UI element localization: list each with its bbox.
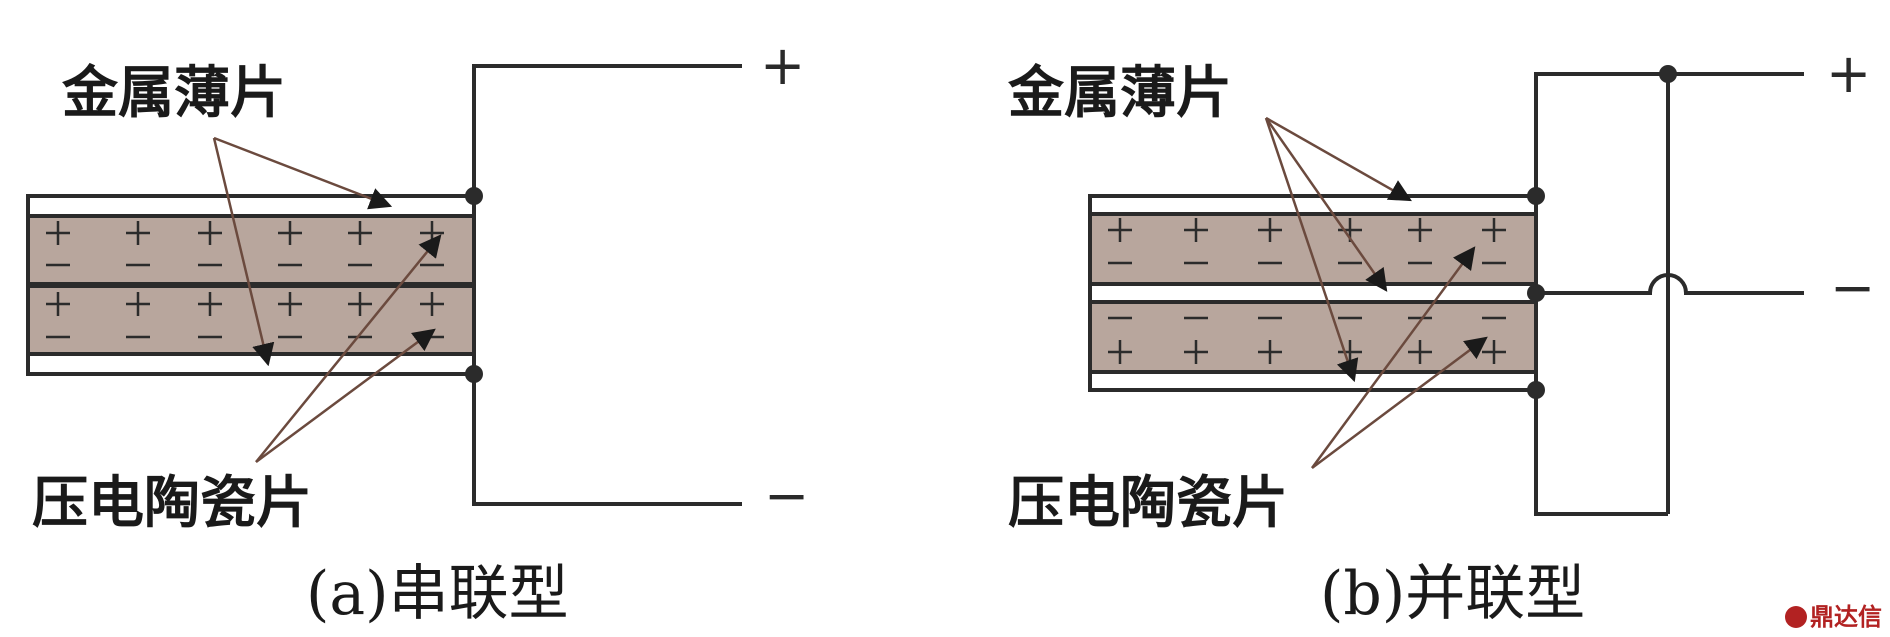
plus-sign-mark xyxy=(46,221,70,245)
wire-positive xyxy=(472,64,742,196)
plus-sign-mark xyxy=(46,292,70,316)
label-metal-sheet: 金属薄片 xyxy=(61,60,286,126)
plus-sign-mark xyxy=(278,221,302,245)
metal-plate-top xyxy=(1088,194,1538,216)
arrow-metal-top xyxy=(1265,116,1412,202)
watermark: 鼎达信 xyxy=(1785,603,1882,631)
series-diagram: + − 金属薄片 压电陶瓷片 (a)串联型 xyxy=(26,34,809,629)
arrow-ceramic-upper xyxy=(1310,246,1476,469)
terminal-positive: + xyxy=(760,34,805,97)
ceramic-layer-upper xyxy=(1088,212,1538,286)
wire-negative-crossover xyxy=(1536,273,1804,295)
plus-sign-mark xyxy=(420,292,444,316)
junction-node xyxy=(1659,65,1677,83)
junction-node xyxy=(1527,381,1545,399)
arrow-ceramic-lower xyxy=(255,328,436,464)
junction-node xyxy=(465,365,483,383)
plus-sign-mark xyxy=(1258,340,1282,364)
wire-bottom-loop xyxy=(1534,390,1668,516)
arrow-ceramic-lower xyxy=(1311,336,1488,470)
arrow-metal-bottom xyxy=(212,137,275,367)
plus-sign-mark xyxy=(198,221,222,245)
plus-sign-mark xyxy=(1184,340,1208,364)
terminal-negative: − xyxy=(764,464,809,527)
ceramic-layer-upper xyxy=(26,214,476,286)
plus-sign-mark xyxy=(278,292,302,316)
metal-plate-bottom xyxy=(1088,370,1538,392)
polarity-marks-parallel xyxy=(1108,218,1506,364)
metal-plate-top xyxy=(26,194,476,218)
plus-sign-mark xyxy=(1408,340,1432,364)
caption-series: (a)串联型 xyxy=(306,559,569,629)
label-piezo-ceramic: 压电陶瓷片 xyxy=(32,470,312,536)
arrow-metal-middle xyxy=(1264,117,1388,292)
junction-node xyxy=(1527,284,1545,302)
plus-sign-mark xyxy=(1108,218,1132,242)
plus-sign-mark xyxy=(1184,218,1208,242)
plus-sign-mark xyxy=(198,292,222,316)
plus-sign-mark xyxy=(1408,218,1432,242)
plus-sign-mark xyxy=(1482,218,1506,242)
plus-sign-mark xyxy=(126,221,150,245)
caption-parallel: (b)并联型 xyxy=(1320,559,1585,629)
junction-node xyxy=(1527,187,1545,205)
arrow-ceramic-upper xyxy=(255,234,442,463)
plus-sign-mark xyxy=(1108,340,1132,364)
wire-positive xyxy=(1534,72,1804,196)
polarity-marks-series xyxy=(46,221,444,339)
plus-sign-mark xyxy=(348,292,372,316)
plus-sign-mark xyxy=(348,221,372,245)
plus-sign-mark xyxy=(126,292,150,316)
junction-node xyxy=(465,187,483,205)
arrow-metal-bottom xyxy=(1264,117,1359,383)
wire-negative xyxy=(472,374,742,506)
parallel-diagram: + − 金属薄片 压电陶瓷片 (b)并联型 xyxy=(1007,42,1875,629)
metal-plate-middle xyxy=(1088,282,1538,304)
label-metal-sheet: 金属薄片 xyxy=(1007,60,1232,126)
watermark-logo-icon xyxy=(1785,606,1807,628)
terminal-positive: + xyxy=(1826,42,1871,105)
label-piezo-ceramic: 压电陶瓷片 xyxy=(1008,470,1288,536)
plus-sign-mark xyxy=(1258,218,1282,242)
metal-plate-bottom xyxy=(26,352,476,376)
arrow-metal-top xyxy=(213,136,393,210)
ceramic-layer-lower xyxy=(1088,300,1538,374)
terminal-negative: − xyxy=(1830,256,1875,319)
watermark-text: 鼎达信 xyxy=(1810,603,1882,631)
